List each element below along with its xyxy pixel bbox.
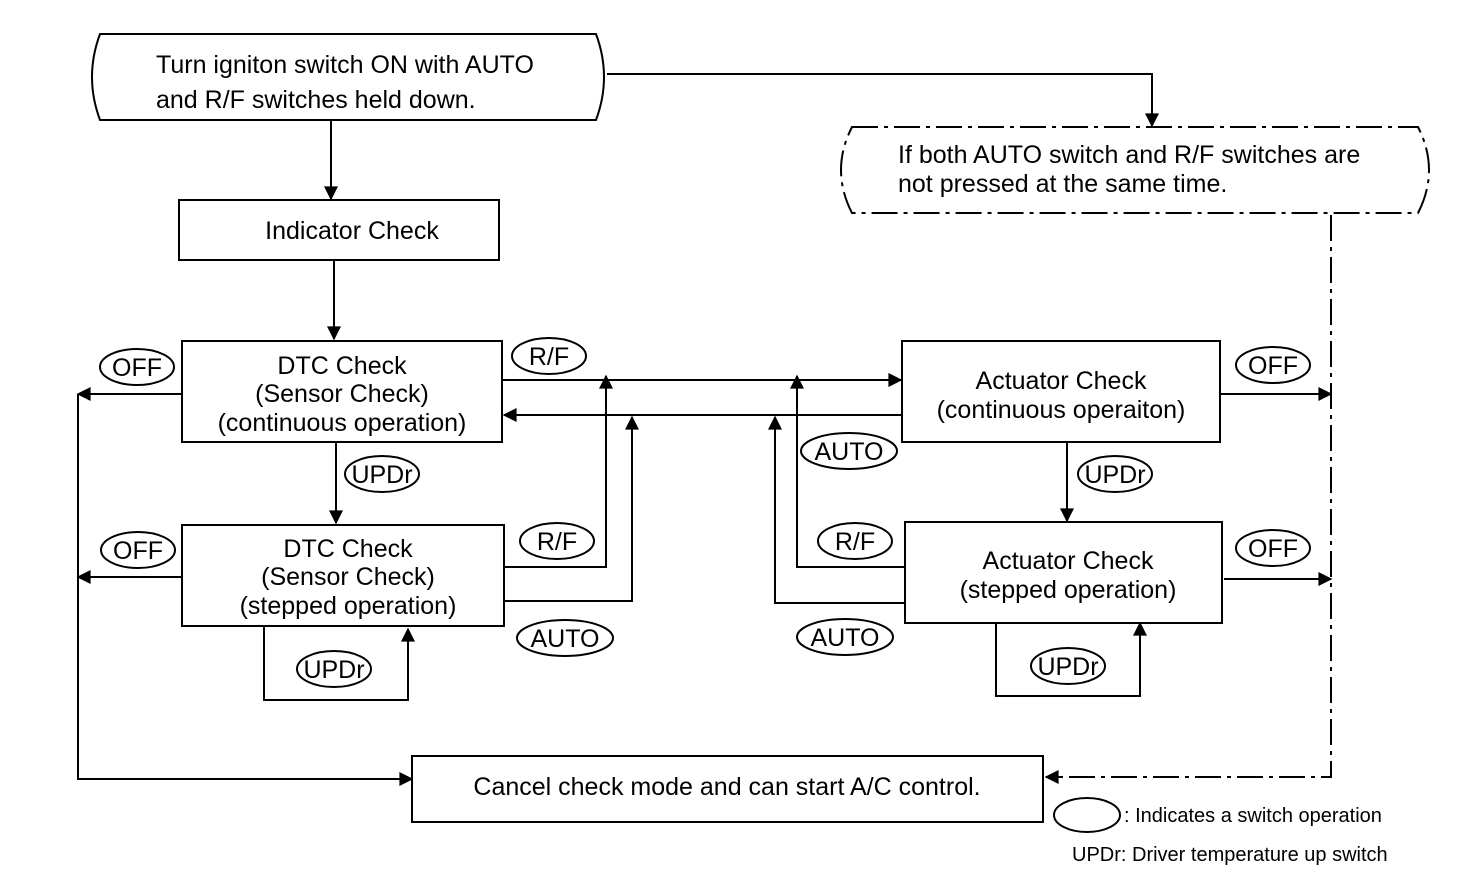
dtc-stepped-rf-arrow [505,374,613,568]
legend: : Indicates a switch operation UPDr: Dri… [1053,797,1388,866]
actuator-continuous-line-2: (continuous operaiton) [937,396,1186,424]
dtc-check-stepped-node: DTC Check (Sensor Check) (stepped operat… [181,524,505,627]
start-line-1: Turn igniton switch ON with AUTO [156,51,534,79]
switch-off-label: OFF [1248,535,1298,563]
dtc-stepped-line-2: (Sensor Check) [261,563,435,591]
actuator-stepped-auto-arrow [768,415,905,604]
switch-rf-label: R/F [537,528,577,556]
switch-updr-label: UPDr [1037,653,1098,681]
switch-updr-actuator-stepped-loop: UPDr [1030,647,1106,685]
switch-auto-label: AUTO [811,624,880,652]
start-node: Turn igniton switch ON with AUTO and R/F… [91,33,605,121]
switch-updr-actuator: UPDr [1077,455,1153,493]
switch-off-dtc-continuous: OFF [99,348,175,386]
switch-auto-actuator-stepped: AUTO [796,618,894,656]
dtc-stepped-loop-arrow [263,627,415,701]
switch-updr-label: UPDr [1084,461,1145,489]
switch-off-label: OFF [112,354,162,382]
cancel-label: Cancel check mode and can start A/C cont… [473,773,980,801]
actuator-stepped-rf-arrow [790,374,905,568]
cancel-node: Cancel check mode and can start A/C cont… [411,755,1044,823]
dtc-check-continuous-node: DTC Check (Sensor Check) (continuous ope… [181,340,503,443]
switch-updr-label: UPDr [351,461,412,489]
switch-rf-dtc-stepped: R/F [519,522,595,560]
indicator-check-node: Indicator Check [178,199,500,261]
actuator-check-continuous-node: Actuator Check (continuous operaiton) [901,340,1221,443]
right-dashdot-bus [1046,215,1332,778]
connectors [76,73,1333,786]
switch-off-actuator-continuous: OFF [1235,346,1311,384]
legend-oval-icon [1053,797,1121,833]
legend-switch-operation: : Indicates a switch operation [1124,805,1382,827]
switch-updr-dtc: UPDr [344,455,420,493]
left-bus-to-cancel-arrow [77,394,414,786]
switch-off-label: OFF [1248,352,1298,380]
actuator-stepped-loop-arrow [995,621,1147,697]
dtc-continuous-line-3: (continuous operation) [218,409,467,437]
switch-auto-label: AUTO [531,625,600,653]
dtc-stepped-line-3: (stepped operation) [240,592,457,620]
switch-off-actuator-stepped: OFF [1235,529,1311,567]
switch-updr-dtc-stepped-loop: UPDr [296,650,372,688]
switch-auto-dtc-stepped: AUTO [516,619,614,657]
start-to-alt-arrow [607,73,1159,128]
switch-rf-actuator-stepped: R/F [817,522,893,560]
switch-labels: OFF OFF R/F R/F AUTO UPDr UPDr AUTO [99,337,1311,688]
switch-rf-label: R/F [835,528,875,556]
actuator-stepped-line-2: (stepped operation) [960,576,1177,604]
actuator-stepped-line-1: Actuator Check [983,547,1154,575]
switch-auto-actuator-continuous: AUTO [800,432,898,470]
indicator-check-label: Indicator Check [265,217,439,245]
actuator-check-stepped-node: Actuator Check (stepped operation) [904,521,1223,624]
switch-off-dtc-stepped: OFF [100,531,176,569]
dtc-continuous-line-2: (Sensor Check) [255,380,429,408]
switch-rf-dtc-continuous: R/F [511,337,587,375]
switch-rf-label: R/F [529,343,569,371]
start-line-2: and R/F switches held down. [156,86,476,114]
dtc-stepped-line-1: DTC Check [283,535,413,563]
switch-off-label: OFF [113,537,163,565]
dtc-stepped-auto-arrow [505,415,639,602]
dtc-continuous-line-1: DTC Check [277,352,407,380]
legend-updr-definition: UPDr: Driver temperature up switch [1072,844,1388,866]
switch-updr-label: UPDr [303,656,364,684]
alt-start-line-2: not pressed at the same time. [898,170,1227,198]
alt-start-node: If both AUTO switch and R/F switches are… [840,126,1430,214]
alt-start-line-1: If both AUTO switch and R/F switches are [898,141,1360,169]
actuator-continuous-line-1: Actuator Check [976,367,1147,395]
switch-auto-label: AUTO [815,438,884,466]
